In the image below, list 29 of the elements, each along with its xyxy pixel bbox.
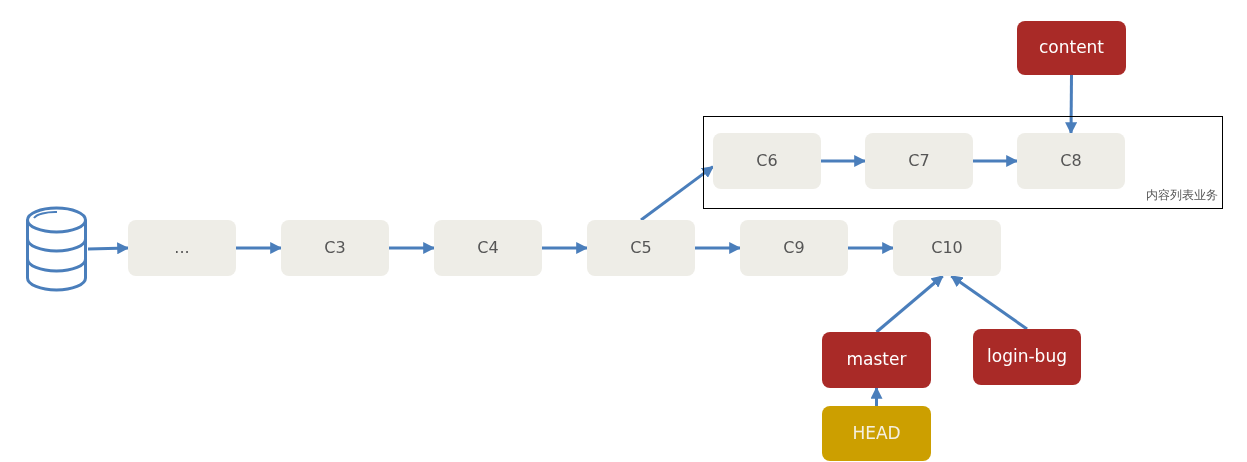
arrow [1065, 75, 1078, 135]
commit-box: C5 [587, 220, 695, 276]
commit-box: C3 [281, 220, 389, 276]
arrow [950, 274, 1028, 331]
database-icon [25, 205, 88, 293]
arrow [848, 242, 895, 254]
commit-box: C10 [893, 220, 1001, 276]
arrow [973, 155, 1019, 167]
branch-label-box: content [1017, 21, 1126, 75]
commit-box: ... [128, 220, 236, 276]
arrow [87, 242, 130, 255]
commit-box: C4 [434, 220, 542, 276]
commit-box: C6 [713, 133, 821, 189]
branch-label-box: master [822, 332, 931, 388]
head-pointer-box: HEAD [822, 406, 931, 461]
commit-box: C7 [865, 133, 973, 189]
arrow [875, 274, 944, 334]
group-frame [703, 116, 1223, 209]
arrow [870, 386, 883, 406]
arrow [236, 242, 283, 254]
group-caption: 内容列表业务 [1146, 187, 1218, 204]
branch-label-box: login-bug [973, 329, 1081, 385]
arrow [821, 155, 867, 167]
commit-box: C9 [740, 220, 848, 276]
arrow [542, 242, 589, 254]
commit-box: C8 [1017, 133, 1125, 189]
arrow [695, 242, 742, 254]
arrow [389, 242, 436, 254]
arrow [640, 165, 714, 222]
